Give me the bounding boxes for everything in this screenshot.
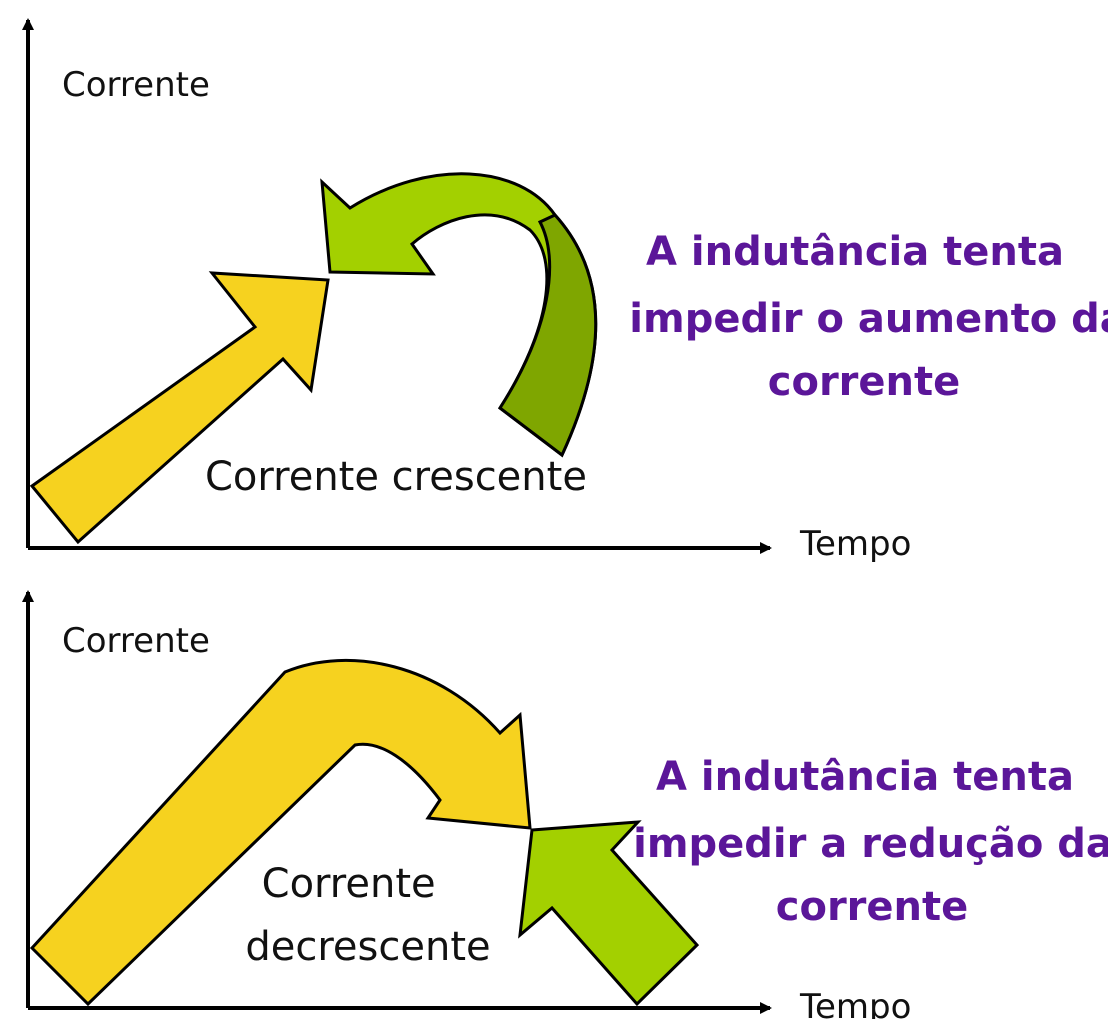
bottom-current-label: Corrente decrescente [245, 861, 490, 970]
bottom-note-line-3: corrente [776, 884, 969, 930]
top-current-label: Corrente crescente [205, 454, 587, 500]
top-note-line-2: impedir o aumento da [629, 296, 1108, 342]
bottom-current-label-line-2: decrescente [245, 924, 490, 970]
top-panel: Corrente Tempo Corrente crescente A indu… [22, 18, 1108, 564]
bottom-x-axis-label: Tempo [799, 987, 911, 1019]
top-rising-current-arrow [29, 271, 330, 545]
top-note-line-3: corrente [768, 359, 961, 405]
bottom-panel: Corrente Tempo Corrente decrescente A in… [22, 590, 1108, 1024]
bottom-note-line-2: impedir a redução da [633, 821, 1108, 867]
top-x-axis-label: Tempo [799, 524, 911, 564]
bottom-note-line-1: A indutância tenta [656, 754, 1074, 800]
top-note-line-1: A indutância tenta [646, 229, 1064, 275]
bottom-opposing-arrow [518, 820, 700, 1007]
top-opposing-arrow-shade [497, 213, 598, 458]
bottom-current-arrow [29, 658, 532, 1007]
top-y-axis-label: Corrente [62, 65, 210, 105]
bottom-note: A indutância tenta impedir a redução da … [633, 754, 1108, 930]
bottom-y-axis-label: Corrente [62, 621, 210, 661]
top-note: A indutância tenta impedir o aumento da … [629, 229, 1108, 405]
bottom-current-label-line-1: Corrente [262, 861, 436, 907]
